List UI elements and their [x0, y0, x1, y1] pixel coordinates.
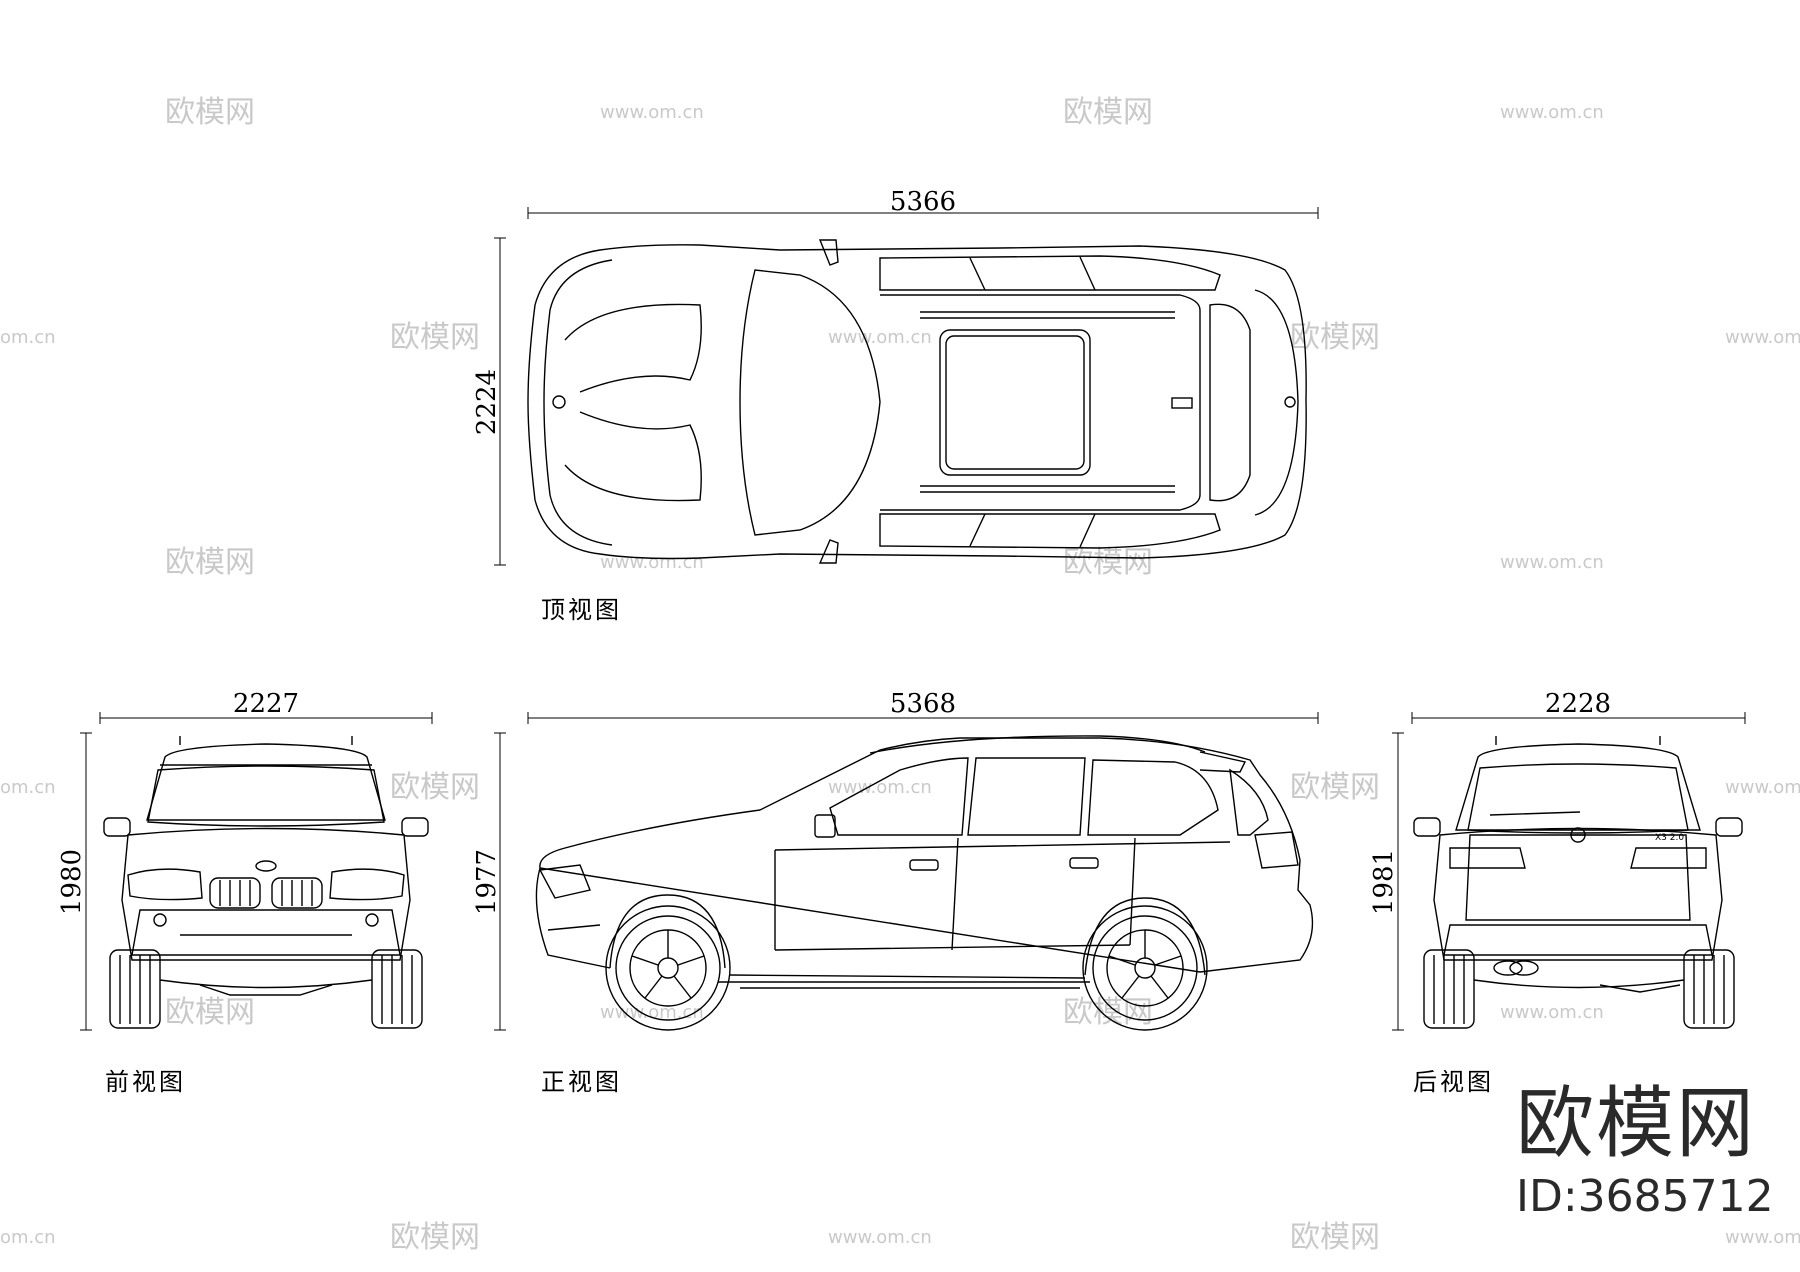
- watermark-brand: 欧模网: [1290, 1220, 1380, 1255]
- dim-label-rear-height: 1981: [1369, 849, 1399, 915]
- watermark-url: www.om.cn: [1725, 1227, 1800, 1248]
- watermark-url: om.cn: [0, 777, 56, 798]
- brand-logo-text: 欧模网: [1516, 1079, 1757, 1169]
- watermark-brand: 欧模网: [1063, 95, 1153, 130]
- svg-text:X3 2.0: X3 2.0: [1655, 833, 1684, 843]
- watermark-brand: 欧模网: [165, 995, 255, 1030]
- watermark-layer: 欧模网 www.om.cn 欧模网 www.om.cn om.cn 欧模网 ww…: [0, 95, 1800, 1255]
- watermark-url: www.om.cn: [1725, 327, 1800, 348]
- watermark-url: om.cn: [0, 327, 56, 348]
- watermark-url: www.om.cn: [828, 327, 932, 348]
- watermark-brand: 欧模网: [1290, 770, 1380, 805]
- watermark-url: www.om.cn: [1500, 102, 1604, 123]
- watermark-brand: 欧模网: [1063, 995, 1153, 1030]
- watermark-url: www.om.cn: [600, 102, 704, 123]
- watermark-url: www.om.cn: [1500, 552, 1604, 573]
- caption-rear-view: 后视图: [1413, 1068, 1494, 1096]
- dim-label-front-height: 1980: [57, 849, 87, 915]
- dimension-lines: [80, 207, 1746, 1031]
- caption-top-view: 顶视图: [541, 596, 622, 624]
- watermark-url: www.om.cn: [1500, 1002, 1604, 1023]
- caption-front-view: 前视图: [105, 1068, 186, 1096]
- dim-label-rear-width: 2228: [1545, 689, 1611, 719]
- watermark-brand: 欧模网: [165, 545, 255, 580]
- dim-label-front-width: 2227: [233, 689, 299, 719]
- watermark-brand: 欧模网: [390, 320, 480, 355]
- watermark-brand: 欧模网: [165, 95, 255, 130]
- watermark-url: om.cn: [0, 1227, 56, 1248]
- watermark-brand: 欧模网: [390, 1220, 480, 1255]
- watermark-url: www.om.cn: [1725, 777, 1800, 798]
- car-side-view: [535, 735, 1314, 1031]
- dim-label-top-width: 2224: [472, 369, 502, 435]
- watermark-url: www.om.cn: [600, 1002, 704, 1023]
- dim-label-side-height: 1977: [472, 849, 502, 915]
- watermark-brand: 欧模网: [1063, 545, 1153, 580]
- brand-id-text: ID:3685712: [1516, 1171, 1774, 1222]
- car-top-view: [527, 239, 1307, 564]
- car-front-view: [103, 736, 429, 1029]
- dim-label-top-length: 5366: [890, 187, 956, 217]
- watermark-url: www.om.cn: [828, 1227, 932, 1248]
- watermark-url: www.om.cn: [828, 777, 932, 798]
- watermark-brand: 欧模网: [390, 770, 480, 805]
- caption-side-view: 正视图: [541, 1068, 622, 1096]
- car-rear-view: X3 2.0: [1413, 736, 1743, 1029]
- watermark-url: www.om.cn: [600, 552, 704, 573]
- dim-label-side-length: 5368: [890, 689, 956, 719]
